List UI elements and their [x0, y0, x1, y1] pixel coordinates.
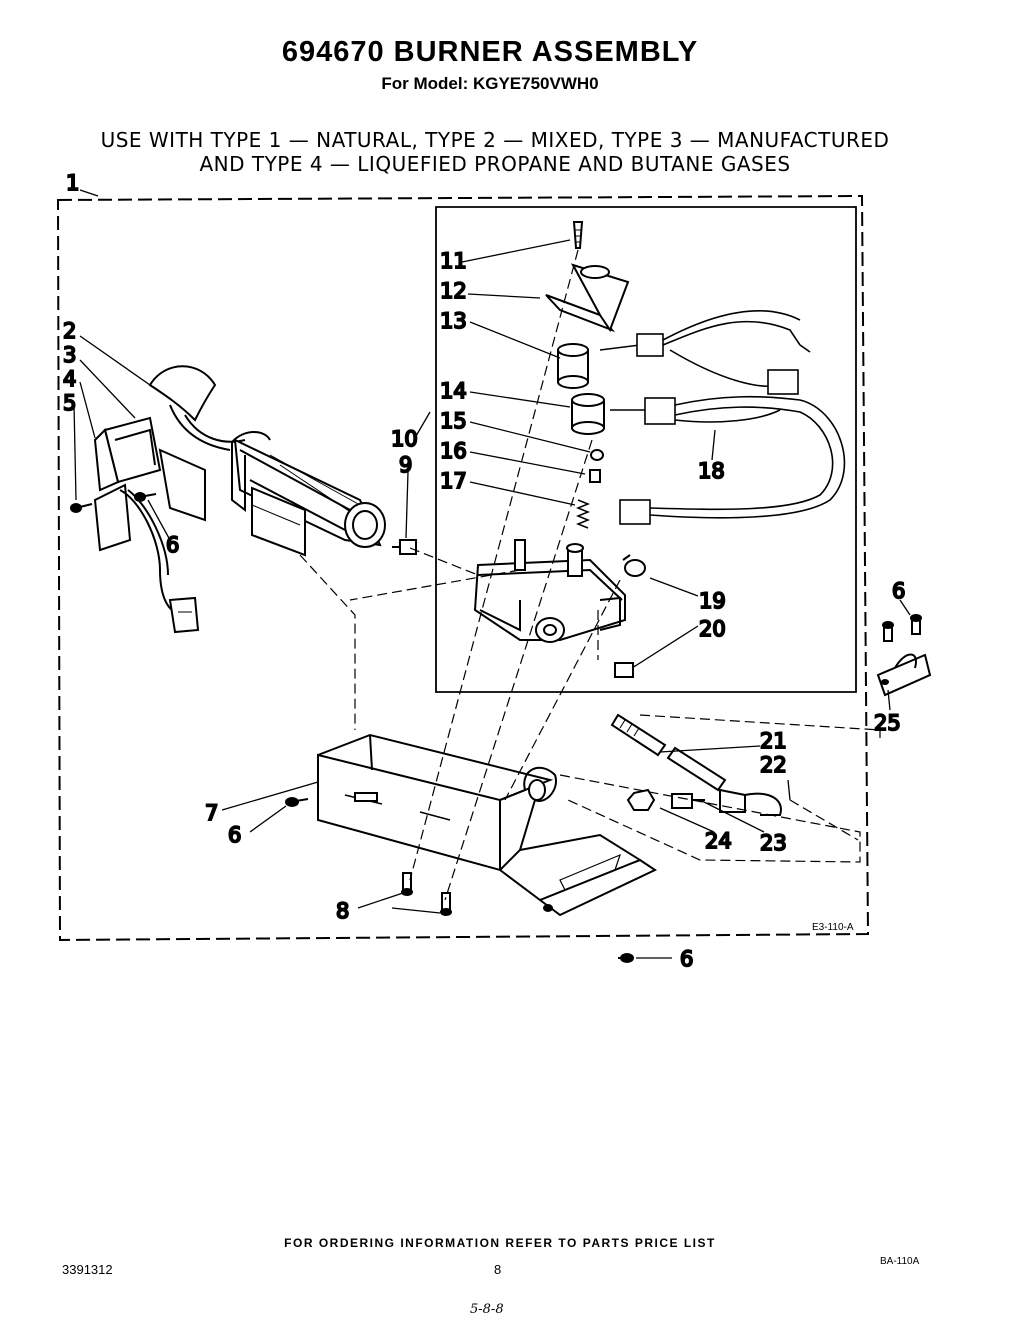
callout-9: 9 — [399, 453, 412, 477]
callout-23: 23 — [760, 831, 787, 855]
screw-11 — [572, 221, 584, 249]
callout-8: 8 — [336, 899, 349, 923]
shield-plate — [251, 486, 306, 557]
screw-6-right-a — [882, 621, 894, 642]
callout-2: 2 — [63, 319, 76, 343]
callout-4: 4 — [63, 367, 76, 391]
callout-22: 22 — [760, 753, 787, 777]
fitting-23 — [671, 788, 782, 816]
page-title: 694670 BURNER ASSEMBLY — [281, 36, 699, 68]
spring-17 — [575, 499, 591, 529]
callout-19: 19 — [699, 589, 726, 613]
document-number: 3391312 — [62, 1262, 113, 1277]
assembly-lines — [299, 249, 881, 901]
callout-6-left: 6 — [166, 533, 179, 557]
callout-5: 5 — [63, 391, 76, 415]
model-number: For Model: KGYE750VWH0 — [381, 74, 599, 93]
wire-harness — [599, 309, 846, 525]
plunger-15-16 — [589, 449, 604, 483]
fitting-20 — [614, 662, 634, 678]
callout-24: 24 — [705, 829, 732, 853]
screw-6-left — [134, 492, 157, 502]
igniter-bracket — [93, 416, 206, 634]
drawing-code: E3-110-A — [812, 922, 854, 933]
screw-6-bottom — [618, 953, 634, 963]
callout-13: 13 — [440, 309, 467, 333]
screw-5 — [70, 503, 93, 513]
pipe-nipple-22 — [666, 746, 727, 792]
callout-21: 21 — [760, 729, 787, 753]
pipe-clamp-25 — [876, 653, 932, 697]
valve-bracket-12 — [545, 263, 630, 333]
screw-6-right-b — [910, 614, 922, 635]
callout-16: 16 — [440, 439, 467, 463]
fitting-19 — [622, 554, 646, 577]
callout-14: 14 — [440, 379, 467, 403]
burner-tube — [231, 431, 386, 548]
usage-line-1: USE WITH TYPE 1 — NATURAL, TYPE 2 — MIXE… — [100, 128, 890, 152]
callout-10: 10 — [391, 427, 418, 451]
callout-3: 3 — [63, 343, 76, 367]
callout-15: 15 — [440, 409, 467, 433]
valve-box — [435, 206, 857, 693]
callout-17: 17 — [440, 469, 467, 493]
callout-7: 7 — [205, 801, 218, 825]
coil-14 — [571, 393, 605, 435]
callout-6-bottom: 6 — [680, 947, 693, 971]
gas-valve-body — [473, 539, 626, 643]
nut-24 — [626, 788, 656, 811]
callout-25: 25 — [874, 711, 901, 735]
coil-13 — [557, 343, 589, 389]
page-number: 8 — [494, 1262, 502, 1277]
callout-6-bracket: 6 — [228, 823, 241, 847]
callout-20: 20 — [699, 617, 726, 641]
callout-12: 12 — [440, 279, 467, 303]
callout-1: 1 — [66, 171, 79, 195]
pipe-nipple-21 — [610, 713, 667, 757]
screw-8-b — [440, 892, 452, 916]
screw-8-a — [401, 872, 413, 896]
screw-6-bracket — [285, 797, 309, 807]
burner-funnel — [148, 365, 246, 451]
callout-18: 18 — [698, 459, 725, 483]
leader-lines — [73, 189, 911, 959]
callout-6-right: 6 — [892, 579, 905, 603]
orifice-9 — [392, 539, 417, 555]
usage-line-2: AND TYPE 4 — LIQUEFIED PROPANE AND BUTAN… — [199, 152, 791, 176]
callout-11: 11 — [440, 249, 467, 273]
ordering-note: FOR ORDERING INFORMATION REFER TO PARTS … — [284, 1236, 716, 1250]
assembly-boundary — [56, 194, 870, 942]
base-bracket — [317, 733, 658, 917]
handwritten-note: 5-8-8 — [470, 1302, 504, 1317]
page-code: BA-110A — [880, 1256, 920, 1267]
